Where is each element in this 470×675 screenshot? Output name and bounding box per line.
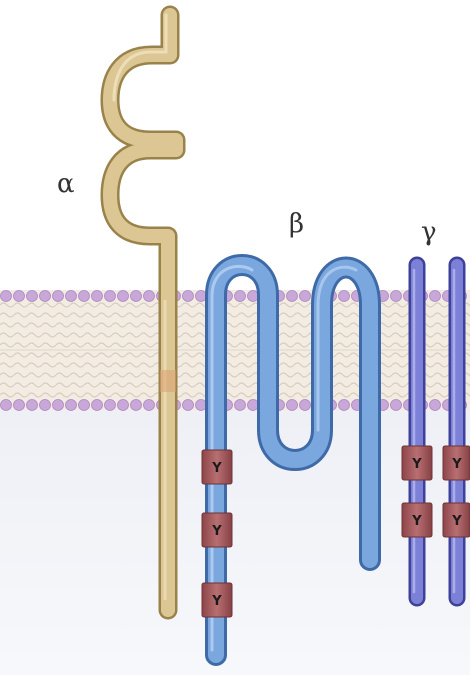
- beta-motif-1: Y: [202, 450, 232, 484]
- lipid-head: [196, 291, 207, 302]
- lipid-head: [131, 291, 142, 302]
- svg-text:Y: Y: [211, 594, 222, 609]
- svg-text:Y: Y: [211, 461, 222, 476]
- lipid-head: [430, 291, 441, 302]
- lipid-head: [300, 291, 311, 302]
- lipid-head: [300, 400, 311, 411]
- lipid-head: [27, 400, 38, 411]
- membrane-bilayer: [0, 290, 470, 411]
- lipid-head: [235, 291, 246, 302]
- lipid-head: [391, 291, 402, 302]
- gamma-right-motif-1: Y: [443, 446, 470, 480]
- lipid-head: [105, 400, 116, 411]
- gamma-label: γ: [421, 217, 437, 247]
- lipid-head: [53, 291, 64, 302]
- lipid-head: [1, 400, 12, 411]
- lipid-head: [339, 291, 350, 302]
- lipid-head: [183, 400, 194, 411]
- lipid-head: [66, 291, 77, 302]
- lipid-head: [391, 400, 402, 411]
- svg-text:Y: Y: [451, 514, 462, 529]
- lipid-head: [287, 291, 298, 302]
- lipid-head: [144, 291, 155, 302]
- lipid-head: [53, 400, 64, 411]
- gamma-chain-left: [414, 265, 417, 598]
- extracellular-space: [0, 0, 470, 290]
- lipid-head: [40, 291, 51, 302]
- lipid-head: [66, 400, 77, 411]
- gamma-left-motif-1: Y: [402, 446, 432, 480]
- lipid-head: [235, 400, 246, 411]
- lipid-head: [339, 400, 350, 411]
- lipid-head: [1, 291, 12, 302]
- lipid-head: [92, 400, 103, 411]
- svg-text:Y: Y: [451, 457, 462, 472]
- svg-text:Y: Y: [211, 524, 222, 539]
- beta-motif-2: Y: [202, 513, 232, 547]
- lipid-head: [248, 291, 259, 302]
- lipid-head: [248, 400, 259, 411]
- cytoplasm-region: [0, 410, 470, 675]
- beta-motif-3: Y: [202, 583, 232, 617]
- lipid-head: [105, 291, 116, 302]
- lipid-head: [40, 400, 51, 411]
- lipid-head: [14, 291, 25, 302]
- lipid-head: [79, 291, 90, 302]
- lipid-head: [118, 291, 129, 302]
- lipid-head: [92, 291, 103, 302]
- lipid-head: [430, 400, 441, 411]
- gamma-chain-right: [454, 265, 457, 598]
- lipid-head: [118, 400, 129, 411]
- lipid-head: [183, 291, 194, 302]
- gamma-right-motif-2: Y: [443, 503, 470, 537]
- lipid-head: [14, 400, 25, 411]
- beta-label: β: [289, 209, 304, 239]
- lipid-head: [27, 291, 38, 302]
- lipid-head: [144, 400, 155, 411]
- svg-text:Y: Y: [411, 457, 422, 472]
- gamma-left-motif-2: Y: [402, 503, 432, 537]
- alpha-label: α: [57, 169, 75, 199]
- lipid-head: [196, 400, 207, 411]
- lipid-head: [79, 400, 90, 411]
- lipid-head: [131, 400, 142, 411]
- lipid-head: [287, 400, 298, 411]
- svg-text:Y: Y: [411, 514, 422, 529]
